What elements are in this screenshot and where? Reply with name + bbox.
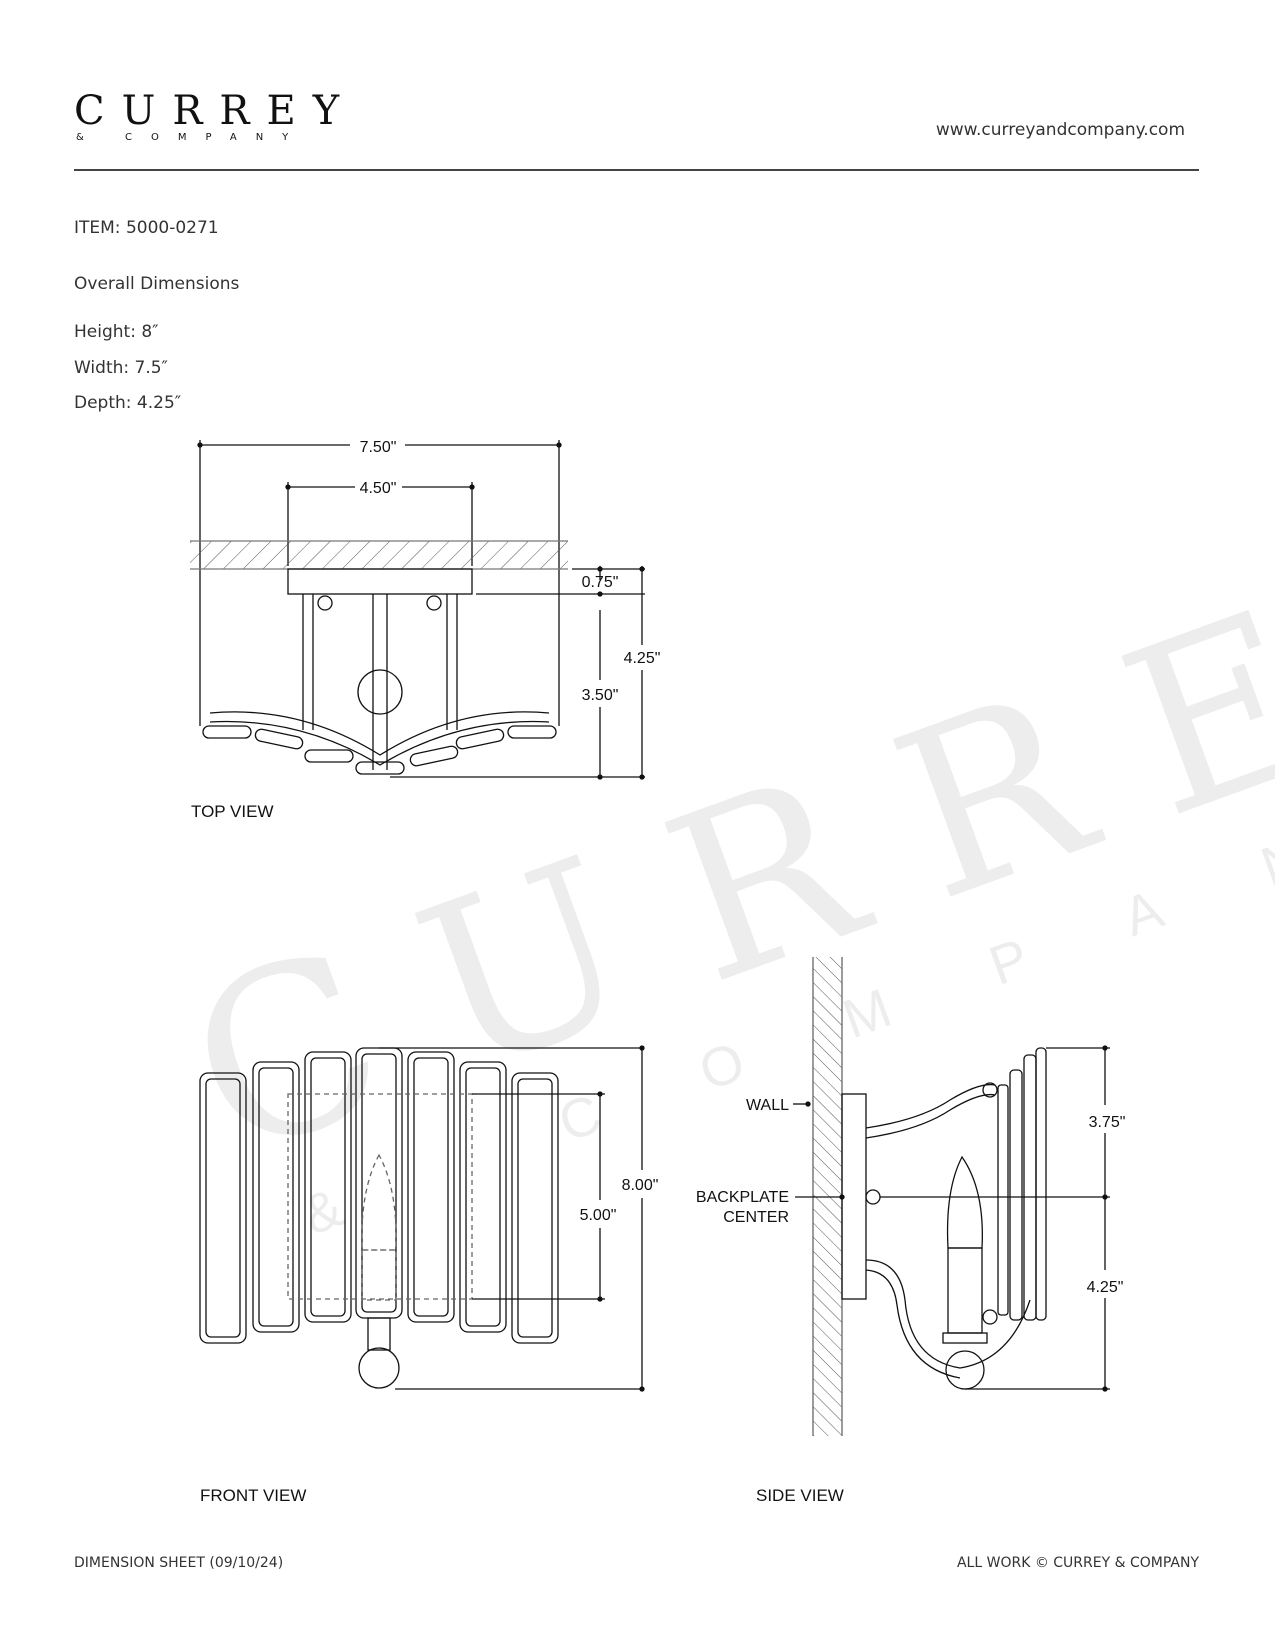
- height-spec: Height: 8″: [74, 322, 159, 342]
- top-view-label: TOP VIEW: [191, 802, 274, 821]
- dim-backplate-width: 4.50": [360, 480, 397, 497]
- logo-wordmark: CURREY: [74, 88, 357, 134]
- item-number: ITEM: 5000-0271: [74, 218, 219, 238]
- wall-label: WALL: [746, 1097, 789, 1114]
- dim-overall-width: 7.50": [360, 439, 397, 456]
- header-divider: [74, 169, 1199, 171]
- depth-spec: Depth: 4.25″: [74, 393, 182, 413]
- overall-dimensions-title: Overall Dimensions: [74, 274, 240, 294]
- side-view-drawing: [793, 957, 1110, 1436]
- backplate-center-label-1: BACKPLATE: [696, 1189, 789, 1206]
- logo-subtitle: & COMPANY: [76, 132, 308, 143]
- top-view-drawing: [190, 440, 645, 780]
- dim-backplate-height: 5.00": [580, 1207, 617, 1224]
- side-view-label: SIDE VIEW: [756, 1486, 844, 1505]
- front-view-drawing: [199, 1045, 645, 1392]
- backplate-center-label-2: CENTER: [723, 1209, 789, 1226]
- dim-front-height: 8.00": [622, 1177, 659, 1194]
- footer-sheet-date: DIMENSION SHEET (09/10/24): [74, 1555, 284, 1571]
- dim-side-upper: 3.75": [1089, 1114, 1126, 1131]
- front-view-label: FRONT VIEW: [200, 1486, 307, 1505]
- dim-total-depth: 4.25": [624, 650, 661, 667]
- footer-copyright: ALL WORK © CURREY & COMPANY: [956, 1555, 1199, 1571]
- website-url[interactable]: www.curreyandcompany.com: [935, 120, 1185, 140]
- dim-arm-depth: 3.50": [582, 687, 619, 704]
- width-spec: Width: 7.5″: [74, 358, 168, 378]
- dim-side-lower: 4.25": [1087, 1279, 1124, 1296]
- dim-backplate-depth: 0.75": [582, 574, 619, 591]
